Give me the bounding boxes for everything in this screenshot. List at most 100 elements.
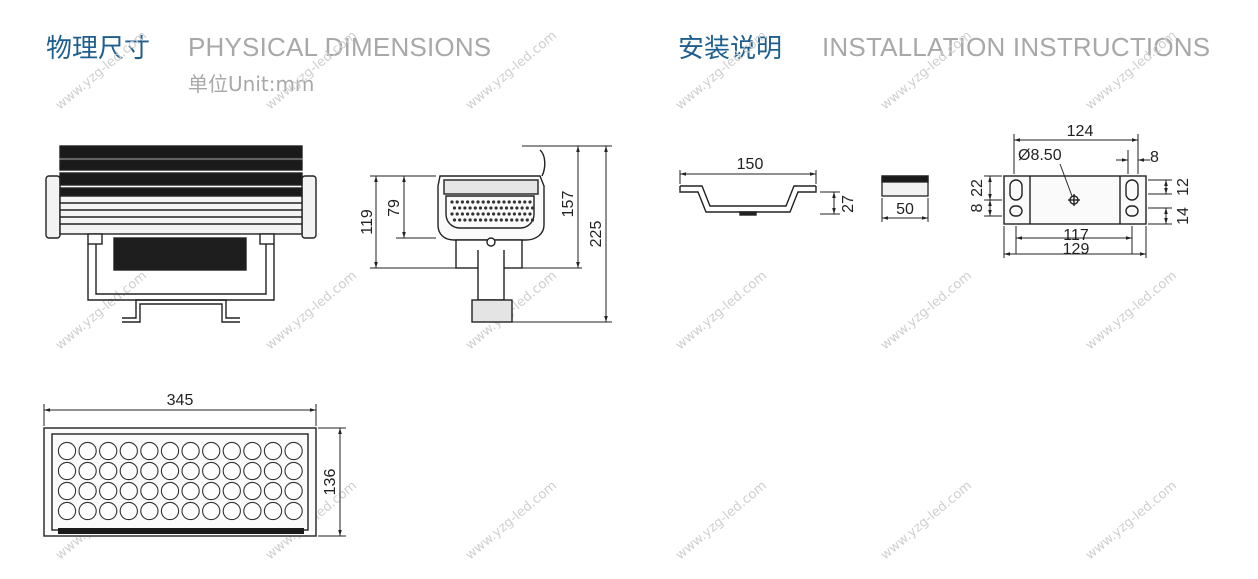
lens-dot — [473, 206, 477, 210]
lens-dot — [530, 218, 535, 222]
led-lens — [119, 441, 138, 461]
watermark-text: www.yzg-led.com — [463, 478, 560, 563]
lens-dot — [463, 206, 467, 210]
lens-dot — [525, 206, 529, 210]
lens-dot — [489, 218, 493, 222]
installation-title-en: INSTALLATION INSTRUCTIONS — [822, 32, 1211, 62]
lens-dot — [494, 206, 498, 210]
lens-dot — [530, 206, 535, 210]
dim-136: 136 — [322, 469, 339, 496]
lens-dot — [450, 200, 454, 204]
led-lens — [284, 441, 303, 461]
led-lens — [119, 501, 138, 521]
led-lens — [78, 441, 97, 461]
led-lens — [202, 441, 221, 461]
lens-dot — [515, 218, 519, 222]
lens-dot — [484, 218, 488, 222]
led-lens — [222, 461, 241, 481]
led-lens — [160, 481, 180, 501]
lens-dot — [499, 218, 503, 222]
dim-14: 14 — [1175, 207, 1192, 225]
physical-dimensions-title-cn: 物理尺寸 — [46, 34, 151, 64]
dim-79: 79 — [386, 199, 403, 217]
led-lens — [119, 461, 138, 481]
led-lens — [181, 481, 200, 501]
watermark-text: www.yzg-led.com — [1083, 28, 1180, 113]
led-lens — [263, 461, 283, 481]
led-lens — [284, 461, 303, 481]
lens-dot — [525, 218, 529, 222]
led-lens — [140, 501, 159, 521]
lens-dot — [478, 206, 483, 210]
lens-dot — [473, 218, 477, 222]
led-lens — [57, 441, 77, 461]
mounting-bracket-view — [679, 185, 817, 216]
lens-dot — [466, 212, 470, 216]
watermark-text: www.yzg-led.com — [1083, 478, 1180, 563]
led-lens — [78, 481, 97, 501]
watermark-text: www.yzg-led.com — [53, 28, 150, 113]
side-block-dimension-lines — [881, 198, 929, 222]
lens-dot — [510, 218, 514, 222]
led-lens — [222, 481, 241, 501]
led-lens — [160, 441, 180, 461]
lens-dot — [520, 218, 524, 222]
dim-12: 12 — [1175, 178, 1192, 196]
lens-dot — [520, 206, 524, 210]
dim-124: 124 — [1067, 123, 1094, 140]
lens-dot — [502, 200, 506, 204]
lens-dot — [512, 200, 517, 204]
lens-dot — [471, 200, 475, 204]
led-lens — [284, 481, 303, 501]
led-lens — [119, 481, 138, 501]
lens-dot — [458, 218, 462, 222]
lens-dot — [481, 200, 485, 204]
lens-dot — [463, 218, 467, 222]
lens-dot — [502, 212, 506, 216]
lens-dot — [528, 212, 532, 216]
lens-dot — [486, 212, 490, 216]
lens-dot — [510, 206, 514, 210]
fixture-front-view — [43, 427, 317, 537]
led-lens — [222, 441, 241, 461]
watermark-text: www.yzg-led.com — [463, 28, 560, 113]
watermark-text: www.yzg-led.com — [878, 28, 975, 113]
lens-dot — [476, 212, 480, 216]
front-view-dimension-lines — [43, 404, 346, 537]
lens-dot — [468, 206, 472, 210]
lens-dot — [518, 212, 522, 216]
lens-dot — [460, 212, 464, 216]
lens-dot — [515, 206, 519, 210]
mounting-plate-view — [1003, 175, 1147, 225]
watermark-text: www.yzg-led.com — [878, 478, 975, 563]
lens-dot — [458, 206, 462, 210]
led-lens — [263, 481, 283, 501]
lens-dot — [523, 212, 527, 216]
dim-119: 119 — [359, 209, 376, 235]
end-view-dimension-lines — [370, 145, 612, 323]
lens-dot — [455, 212, 459, 216]
lens-dot — [492, 200, 496, 204]
led-lens — [57, 481, 77, 501]
dim-8-left: 8 — [969, 203, 986, 212]
led-lens — [99, 441, 118, 461]
dim-345: 345 — [167, 392, 194, 409]
led-lens — [78, 461, 97, 481]
lens-dot — [507, 200, 511, 204]
led-lens — [263, 441, 283, 461]
led-lens — [284, 501, 303, 521]
watermark-text: www.yzg-led.com — [878, 268, 975, 353]
fixture-end-view — [437, 149, 546, 323]
led-lens — [99, 481, 118, 501]
led-lens — [243, 481, 262, 501]
lens-dot — [450, 212, 454, 216]
led-lens — [140, 441, 159, 461]
led-lens — [222, 501, 241, 521]
led-lens — [202, 481, 221, 501]
led-lens — [181, 501, 200, 521]
led-lens — [181, 441, 200, 461]
lens-dot — [497, 212, 501, 216]
physical-dimensions-title-en: PHYSICAL DIMENSIONS — [188, 32, 492, 62]
watermark-text: www.yzg-led.com — [263, 268, 360, 353]
